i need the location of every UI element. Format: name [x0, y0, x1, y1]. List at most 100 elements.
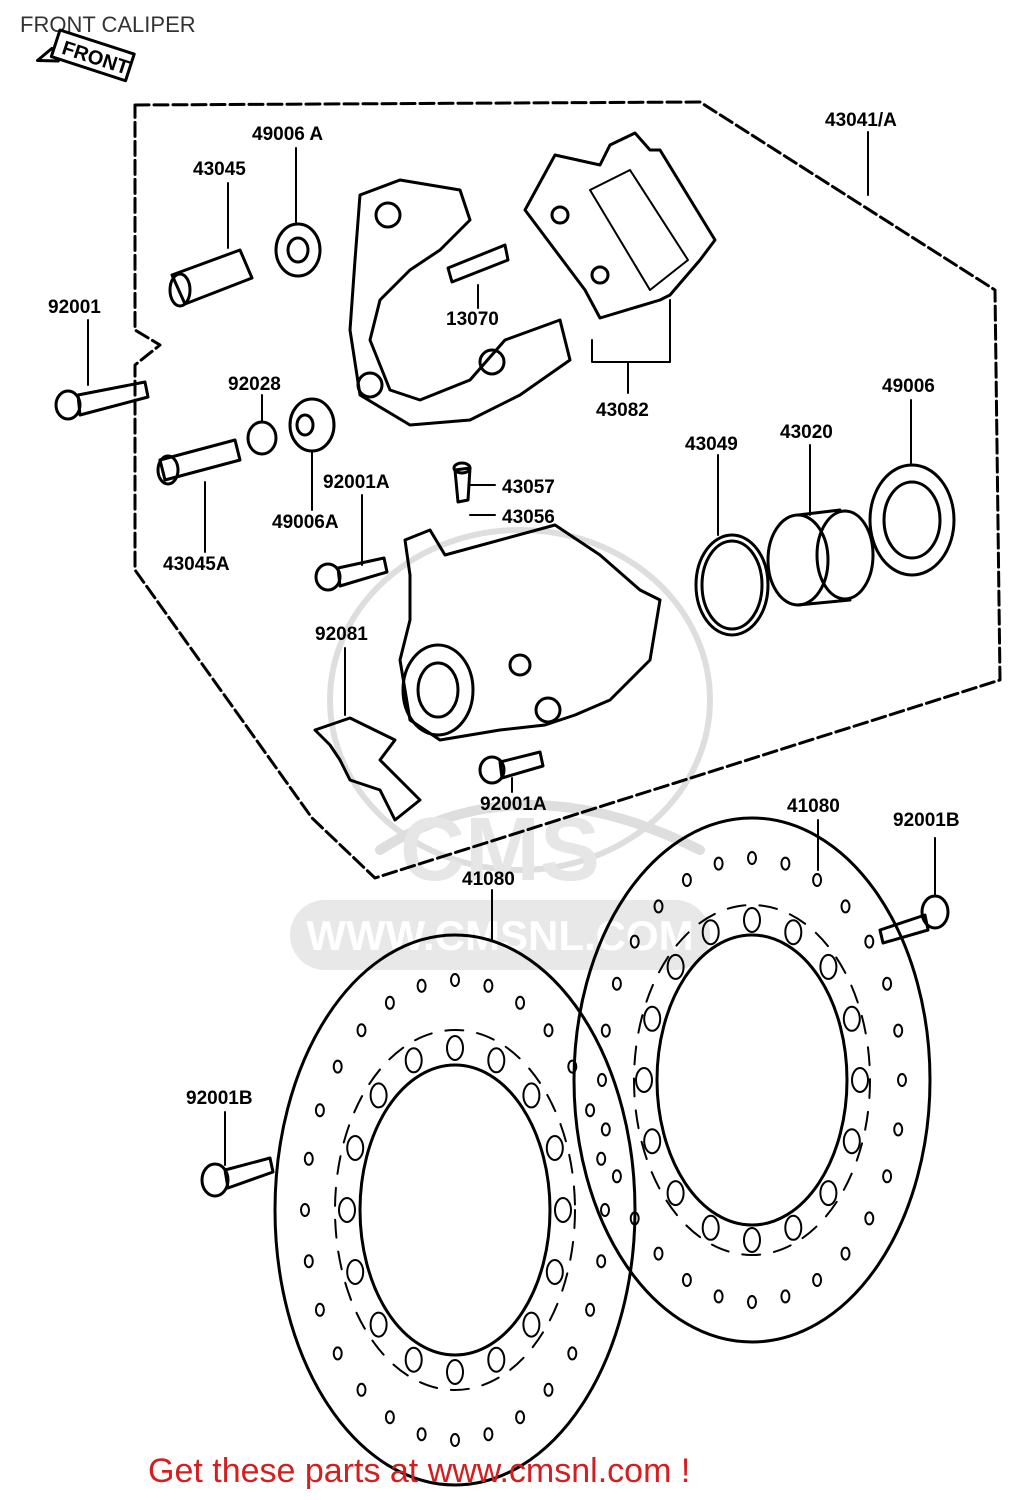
disc-hole [338, 1197, 356, 1223]
disc-hole [303, 1254, 314, 1269]
part-label-92028: 92028 [228, 374, 281, 395]
part-label-43056: 43056 [502, 507, 555, 528]
disc-hole [314, 1302, 325, 1317]
disc-hole [780, 856, 791, 871]
disc-hole [483, 1427, 494, 1442]
sleeve-92028 [246, 420, 278, 456]
part-label-92081: 92081 [315, 624, 368, 645]
disc-hole [597, 1073, 607, 1087]
disc-hole [629, 934, 640, 949]
pin-43045 [168, 248, 254, 308]
spring-13070 [446, 243, 510, 284]
disc-hole [522, 1311, 541, 1338]
part-label-41080-left: 41080 [462, 869, 515, 890]
part-label-49006a-mid: 49006A [272, 512, 339, 533]
disc-hole [747, 851, 757, 865]
disc-hole [635, 1067, 653, 1093]
disc-hole [780, 1289, 791, 1304]
front-arrow: FRONT [35, 28, 136, 83]
seal-43049 [694, 533, 770, 637]
part-label-43045: 43045 [193, 159, 246, 180]
disc-hole [314, 1103, 325, 1118]
disc-hole [812, 873, 823, 887]
assembly-outline [133, 100, 1002, 880]
disc-hole [882, 976, 893, 991]
disc-hole [522, 1082, 541, 1109]
part-label-41080-right: 41080 [787, 796, 840, 817]
disc-hole [600, 1023, 611, 1038]
disc-hole [450, 973, 460, 987]
disc-hole [897, 1073, 907, 1087]
disc-hole [346, 1135, 365, 1161]
disc-hole [446, 1035, 464, 1061]
disc-hole [681, 1273, 692, 1287]
brake-pad-43082 [523, 131, 717, 363]
part-label-43020: 43020 [780, 422, 833, 443]
leader-lines [87, 131, 936, 1166]
bolt-92001a-top [314, 556, 389, 592]
disc-hole [483, 978, 494, 993]
disc-hole [666, 1180, 685, 1207]
clip-92081 [313, 716, 422, 822]
disc-hole [356, 1382, 367, 1397]
part-label-49006: 49006 [882, 376, 935, 397]
part-label-92001b-right: 92001B [893, 810, 960, 831]
disc-hole [893, 1023, 904, 1038]
disc-hole [713, 1289, 724, 1304]
pin-43045a [156, 438, 242, 486]
disc-hole [369, 1082, 388, 1109]
part-label-13070: 13070 [446, 309, 499, 330]
front-arrow-label: FRONT [59, 37, 131, 79]
part-label-43082: 43082 [596, 400, 649, 421]
footer-link[interactable]: Get these parts at www.cmsnl.com ! [148, 1452, 691, 1490]
disc-hole [819, 953, 838, 980]
disc-hole [840, 899, 851, 914]
disc-hole [346, 1259, 365, 1285]
disc-hole [893, 1122, 904, 1137]
bolt-92001b-right [878, 894, 950, 945]
disc-hole [585, 1302, 596, 1317]
bleeder-valve [452, 461, 472, 504]
disc-hole [643, 1128, 662, 1155]
brake-disc-right [572, 816, 932, 1344]
disc-hole [681, 873, 692, 887]
part-label-49006a-top: 49006 A [252, 124, 323, 145]
disc-hole [653, 899, 664, 914]
disc-hole [384, 1410, 395, 1425]
boot-49006 [868, 463, 956, 577]
disc-hole [404, 1047, 423, 1074]
disc-hole [543, 1382, 554, 1397]
disc-hole [784, 1214, 803, 1241]
disc-hole [611, 976, 622, 991]
part-label-43045a: 43045A [163, 554, 230, 575]
part-label-43041a: 43041/A [825, 110, 897, 131]
disc-hole [743, 907, 761, 933]
part-label-92001: 92001 [48, 297, 101, 318]
disc-hole [864, 1211, 875, 1226]
brake-disc-left [273, 933, 637, 1487]
disc-hole [487, 1047, 506, 1074]
part-label-92001a-bottom: 92001A [480, 794, 547, 815]
disc-hole [450, 1433, 460, 1447]
bolt-92001 [54, 380, 150, 421]
disc-hole [596, 1151, 607, 1166]
disc-hole [543, 1023, 554, 1038]
disc-hole [600, 1203, 610, 1217]
part-label-43049: 43049 [685, 434, 738, 455]
disc-hole [784, 919, 803, 946]
disc-hole [332, 1059, 343, 1074]
bolt-92001a-bottom [478, 750, 545, 785]
disc-hole [701, 1214, 720, 1241]
disc-hole [851, 1067, 869, 1093]
disc-hole [666, 953, 685, 980]
page-title: FRONT CALIPER [20, 12, 196, 37]
disc-hole [611, 1169, 622, 1184]
disc-hole [416, 1427, 427, 1442]
watermark: CMS WWW.CMSNL.COM [290, 527, 713, 970]
disc-hole [567, 1059, 578, 1074]
disc-hole [842, 1005, 861, 1032]
disc-hole [446, 1359, 464, 1385]
disc-hole [653, 1246, 664, 1261]
